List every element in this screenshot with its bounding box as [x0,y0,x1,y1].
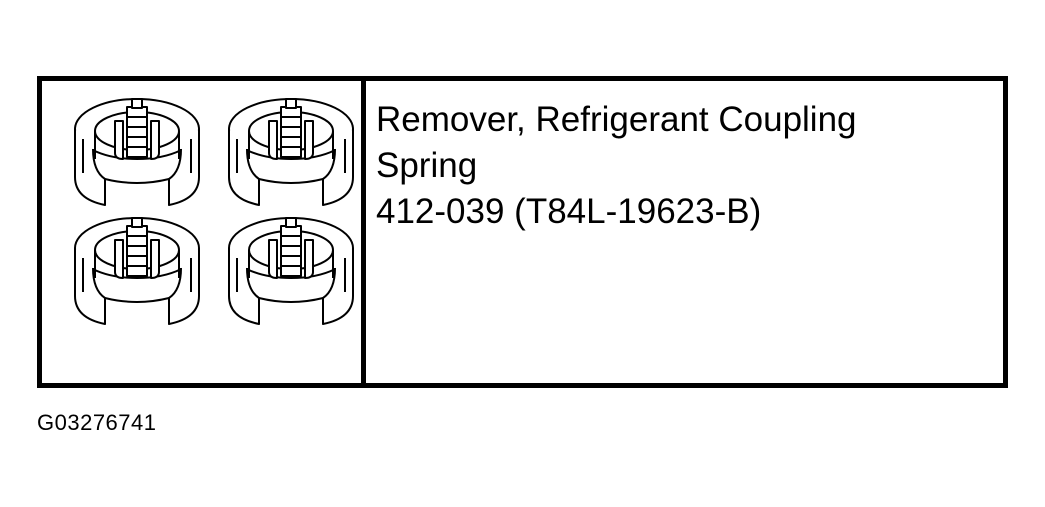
tool-table: Remover, Refrigerant Coupling Spring 412… [37,76,1008,388]
tool-description-cell: Remover, Refrigerant Coupling Spring 412… [366,81,1003,383]
tool-name-line1: Remover, Refrigerant Coupling [376,100,857,139]
spring-coupling-remover-icon [74,98,354,325]
tool-illustration-cell [42,81,366,383]
tool-part-number: 412-039 (T84L-19623-B) [376,192,762,231]
tool-name-line2: Spring [376,146,478,185]
figure-id: G03276741 [37,410,157,435]
